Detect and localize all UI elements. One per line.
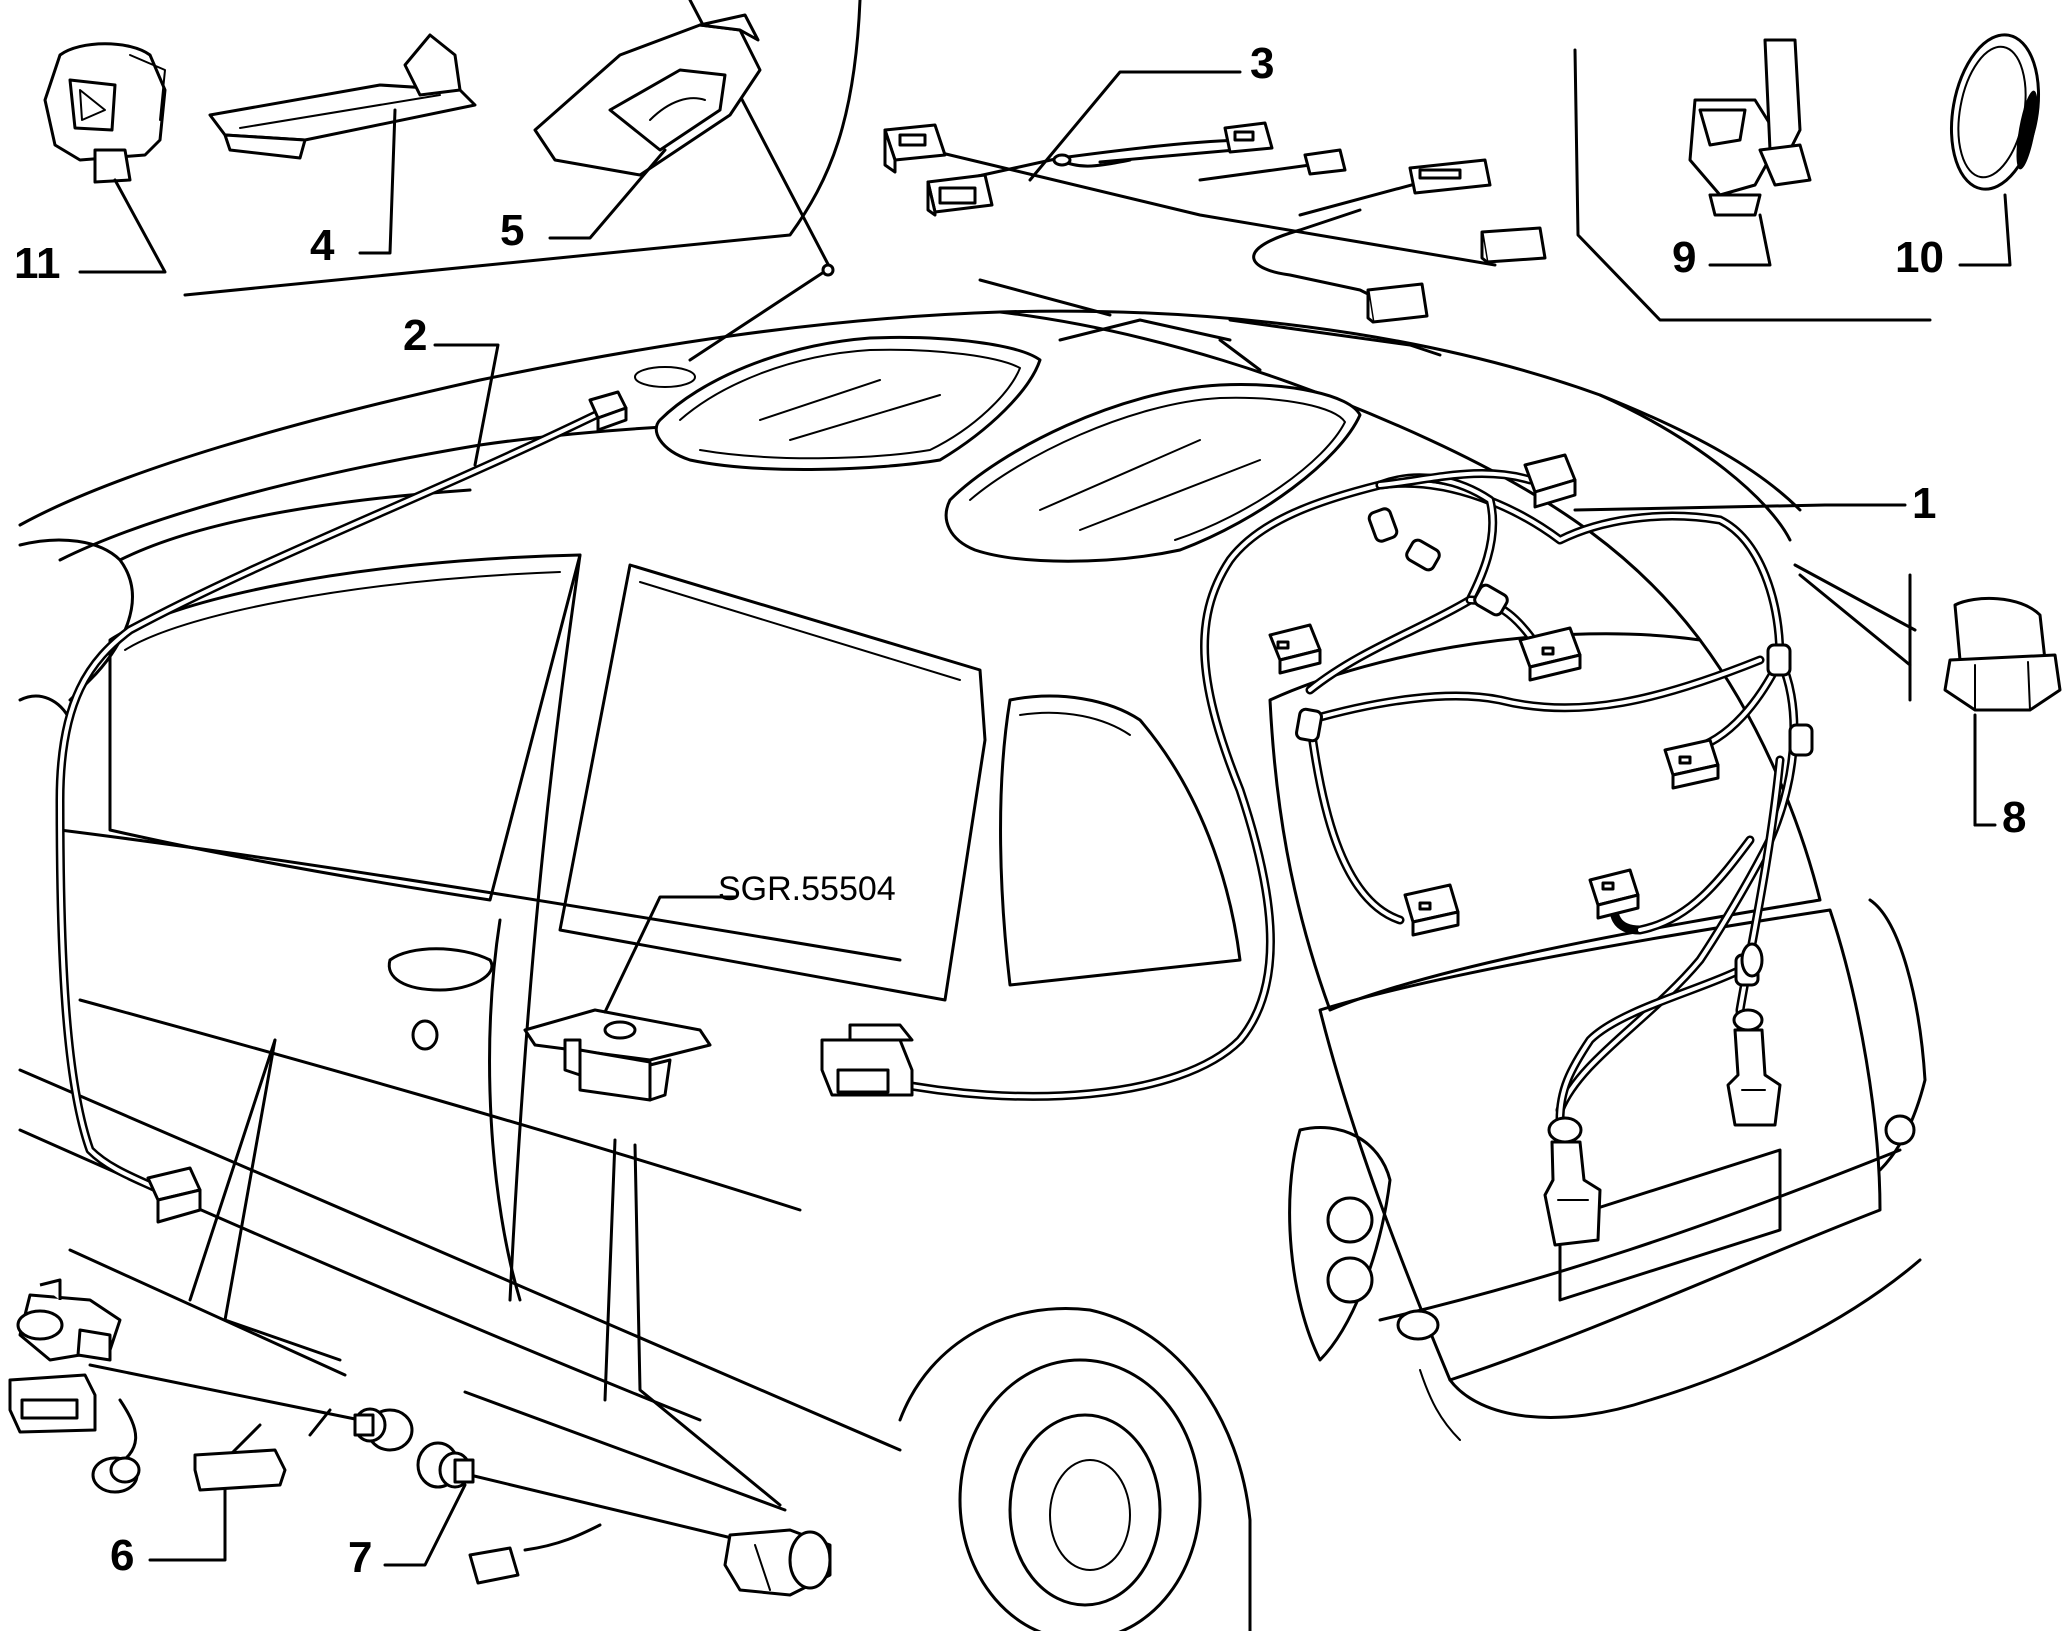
connector-box [883,123,947,174]
connector-box [1480,226,1547,264]
callout-5: 5 [500,206,524,255]
connector-box [1366,282,1429,324]
side-harness [55,390,628,1224]
top-left-divider [183,0,862,297]
cap-nut-part-8 [1793,563,2062,712]
connector-box [926,173,994,217]
leader-lines [68,70,2012,1567]
callout-11: 11 [14,239,61,288]
harness-end-plug [820,1023,914,1097]
vehicle-body [18,309,1927,1631]
sunroof-panels [654,335,1362,563]
connector-box [1403,883,1460,937]
connector-box [1663,738,1720,790]
connector-box [1268,623,1322,675]
top-right-divider [1573,48,1932,322]
connector-box [588,390,628,432]
connector-box [1303,148,1347,176]
bracket-part-4 [208,33,477,160]
callout-1: 1 [1912,479,1936,528]
callout-labels: 1 2 3 4 5 6 7 8 9 10 11 SGR.55504 [14,39,2026,1582]
connector-box [146,1166,202,1224]
connector-box [1588,868,1640,920]
callout-6: 6 [110,1531,134,1580]
callout-10: 10 [1895,233,1944,282]
connector-box [1518,626,1582,682]
clip-part-5 [533,13,762,177]
callout-8: 8 [2002,793,2026,842]
switch-part-sgr-55504 [523,1008,712,1102]
grommet-part-10 [1949,33,2041,191]
hatch-plug [1543,942,1782,1247]
callout-4: 4 [310,221,335,270]
harness-part-6 [8,1278,414,1494]
callout-2: 2 [403,311,427,360]
connector-box [1408,158,1492,195]
callout-9: 9 [1672,233,1696,282]
clip-part-11 [43,42,167,184]
reference-code: SGR.55504 [718,870,896,908]
harness-part-7 [416,1441,832,1597]
connector-box [1523,453,1577,509]
rear-hatch-harness [820,453,1814,1247]
connector-box [1223,121,1274,154]
callout-3: 3 [1250,39,1274,88]
callout-7: 7 [348,1533,372,1582]
roof-harness [883,121,1547,372]
clip-part-9 [1688,38,1812,217]
